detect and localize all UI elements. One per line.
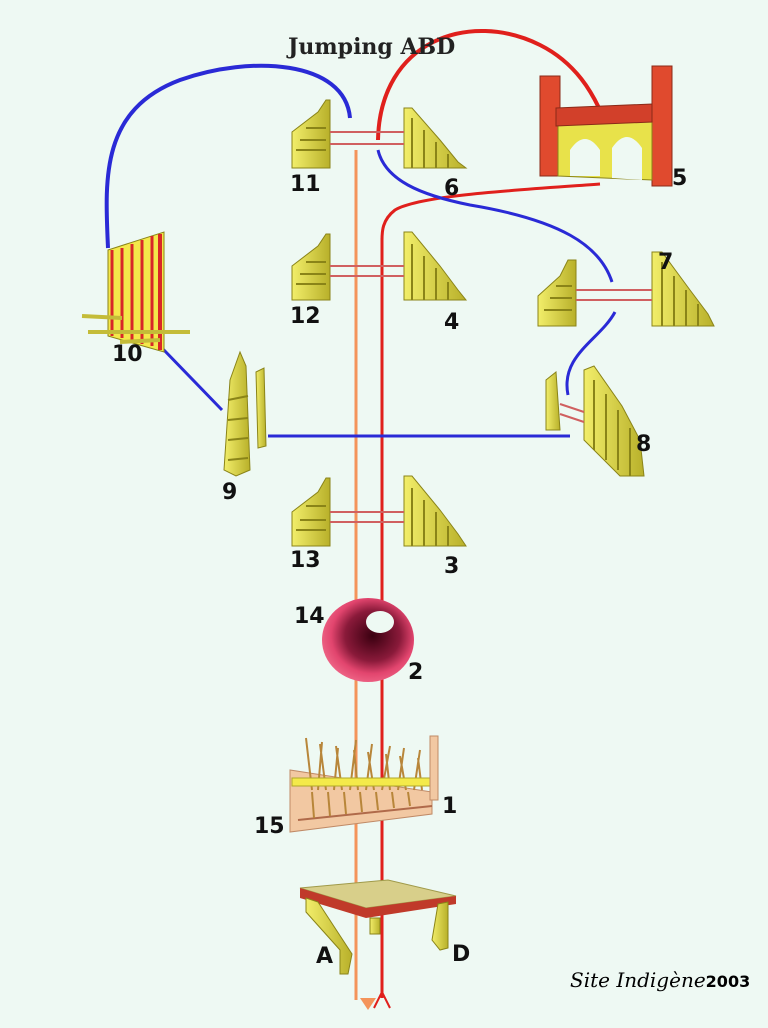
red-curve-5-4: [380, 182, 601, 241]
jump-9: [223, 350, 267, 477]
jump-12-4: [291, 231, 468, 301]
label-13: 13: [290, 548, 321, 573]
brush-15-1: [289, 735, 439, 833]
tire-14-2: [322, 598, 414, 682]
label-8: 8: [636, 432, 652, 457]
course-paths: [104, 29, 617, 1010]
blue-curve-6-7: [376, 149, 614, 283]
blue-curve-7-8: [565, 311, 617, 396]
pause-table: [299, 879, 457, 975]
label-4: 4: [444, 310, 460, 335]
diagram-title: Jumping ABD: [288, 34, 456, 60]
label-14: 14: [294, 604, 325, 629]
label-a: A: [316, 944, 334, 969]
label-11: 11: [290, 172, 321, 197]
red-arrow-icon: [373, 989, 391, 1009]
signature-year: 2003: [705, 972, 751, 991]
label-2: 2: [408, 660, 424, 685]
orange-arrow-icon: [360, 998, 376, 1010]
blue-line-10-9: [160, 346, 224, 412]
jump-11-6: [291, 99, 468, 169]
label-1: 1: [442, 794, 458, 819]
red-curve-6-5: [376, 29, 602, 141]
jump-8: [545, 365, 645, 477]
signature-name: Site Indigène: [570, 968, 706, 992]
label-5: 5: [672, 166, 688, 191]
label-9: 9: [222, 480, 238, 505]
signature: Site Indigène2003: [570, 968, 750, 992]
label-15: 15: [254, 814, 285, 839]
jump-7: [537, 251, 715, 327]
label-10: 10: [112, 342, 143, 367]
label-3: 3: [444, 554, 460, 579]
label-7: 7: [658, 250, 674, 275]
jump-10: [81, 231, 190, 353]
jump-13-3: [291, 475, 467, 547]
blue-curve-11-10: [104, 63, 352, 249]
wall-5: [539, 65, 673, 187]
label-6: 6: [444, 176, 460, 201]
label-12: 12: [290, 304, 321, 329]
label-d: D: [452, 942, 471, 967]
